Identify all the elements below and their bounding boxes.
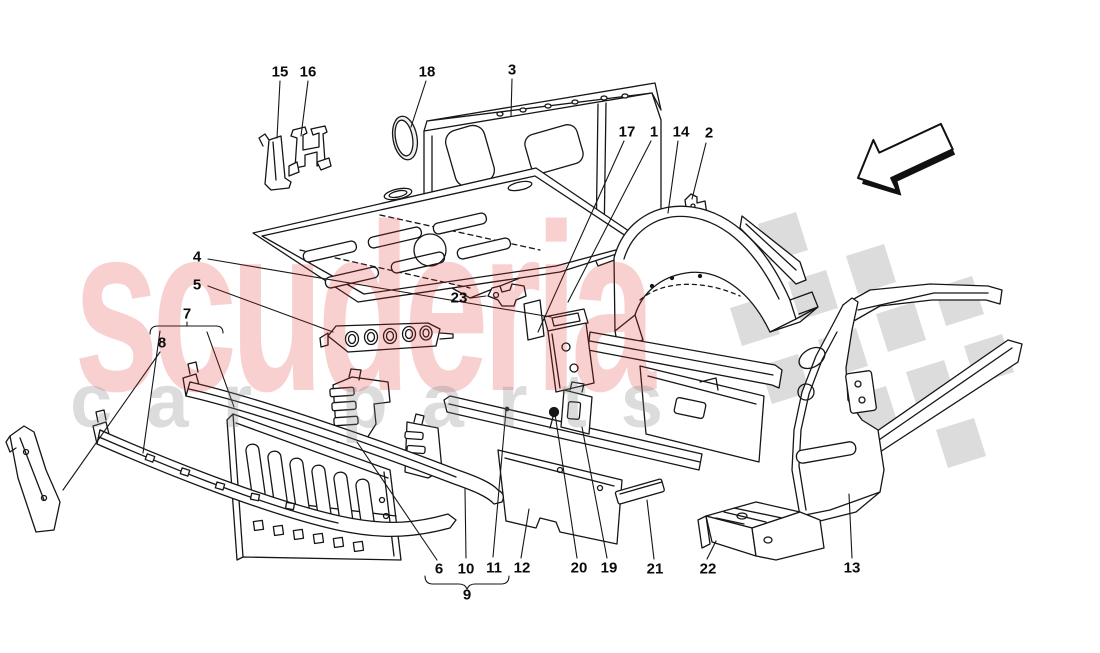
mount-bracket-part-22 xyxy=(697,501,825,561)
mount-bar-part-5 xyxy=(319,322,454,353)
part-callout-15: 15 xyxy=(271,63,289,81)
chassis-rail-assembly xyxy=(443,299,783,545)
side-bar-part-8 xyxy=(5,425,61,533)
leader-lines xyxy=(62,78,853,590)
direction-arrow-icon xyxy=(857,122,956,196)
lower-bumper-bar xyxy=(92,409,457,537)
part-callout-12: 12 xyxy=(513,559,531,577)
oval-plug-part-18 xyxy=(391,115,419,161)
part-callout-10: 10 xyxy=(457,560,475,578)
stepped-bracket-part-6 xyxy=(329,368,391,447)
part-callout-3: 3 xyxy=(507,61,517,79)
part-callout-8: 8 xyxy=(157,334,167,352)
part-callout-17: 17 xyxy=(618,123,636,141)
part-callout-21: 21 xyxy=(646,560,664,578)
bracket-part-16 xyxy=(288,125,332,177)
strip-part-21 xyxy=(614,478,665,505)
clip-part-23 xyxy=(487,283,527,307)
part-callout-5: 5 xyxy=(192,276,202,294)
part-callout-7: 7 xyxy=(182,305,192,323)
part-callout-18: 18 xyxy=(418,63,436,81)
part-callout-16: 16 xyxy=(299,63,317,81)
part-callout-1: 1 xyxy=(649,123,659,141)
part-callout-23: 23 xyxy=(450,289,468,307)
part-callout-4: 4 xyxy=(192,248,202,266)
floor-panel xyxy=(252,167,649,303)
upper-bumper-bar xyxy=(182,361,504,505)
part-callout-22: 22 xyxy=(699,560,717,578)
wheel-arch-panel xyxy=(613,193,819,348)
a-pillar-structure xyxy=(791,283,1023,525)
front-support-panel xyxy=(226,413,402,561)
part-callout-11: 11 xyxy=(486,559,502,577)
bracket-part-15 xyxy=(258,133,292,191)
upper-sill-rail xyxy=(739,215,807,285)
part-callout-9: 9 xyxy=(462,586,472,604)
part-callout-13: 13 xyxy=(843,559,861,577)
part-callout-14: 14 xyxy=(672,123,690,141)
part-callout-6: 6 xyxy=(434,560,444,578)
part-callout-20: 20 xyxy=(570,559,588,577)
part-callout-2: 2 xyxy=(704,124,714,142)
part-callout-19: 19 xyxy=(600,559,618,577)
